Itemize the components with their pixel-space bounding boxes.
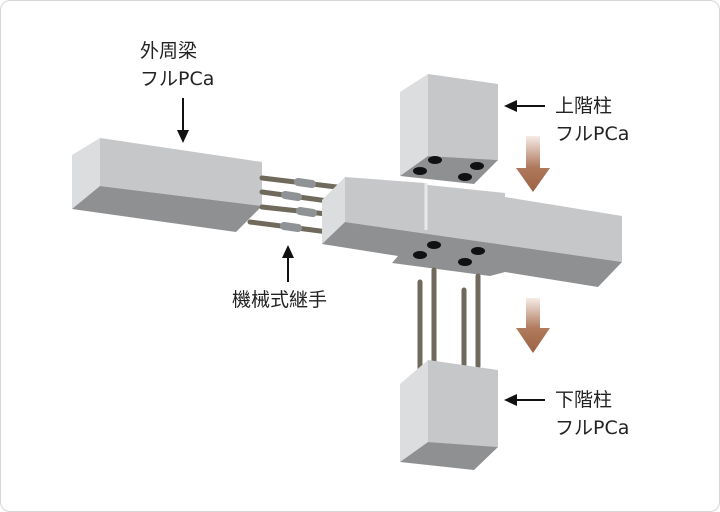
sleeve-holes xyxy=(413,241,485,266)
coupler-label: 機械式継手 xyxy=(232,289,327,311)
beam-label-line1: 外周梁 xyxy=(140,40,197,62)
lower-column-label-line1: 下階柱 xyxy=(555,389,612,411)
beam-label-line2: フルPCa xyxy=(140,68,214,90)
lower-column-rebars xyxy=(417,267,481,375)
lower-column xyxy=(400,360,498,470)
upper-column xyxy=(400,74,498,184)
upper-column-label-line2: フルPCa xyxy=(555,123,629,145)
down-arrow-icon xyxy=(516,298,550,353)
down-arrow-icon xyxy=(516,136,550,192)
central-beam xyxy=(322,177,622,287)
upper-column-label-line1: 上階柱 xyxy=(555,95,612,117)
callout-arrows xyxy=(177,98,545,406)
lower-column-label-line2: フルPCa xyxy=(555,417,629,439)
perimeter-beam-left xyxy=(72,138,262,232)
